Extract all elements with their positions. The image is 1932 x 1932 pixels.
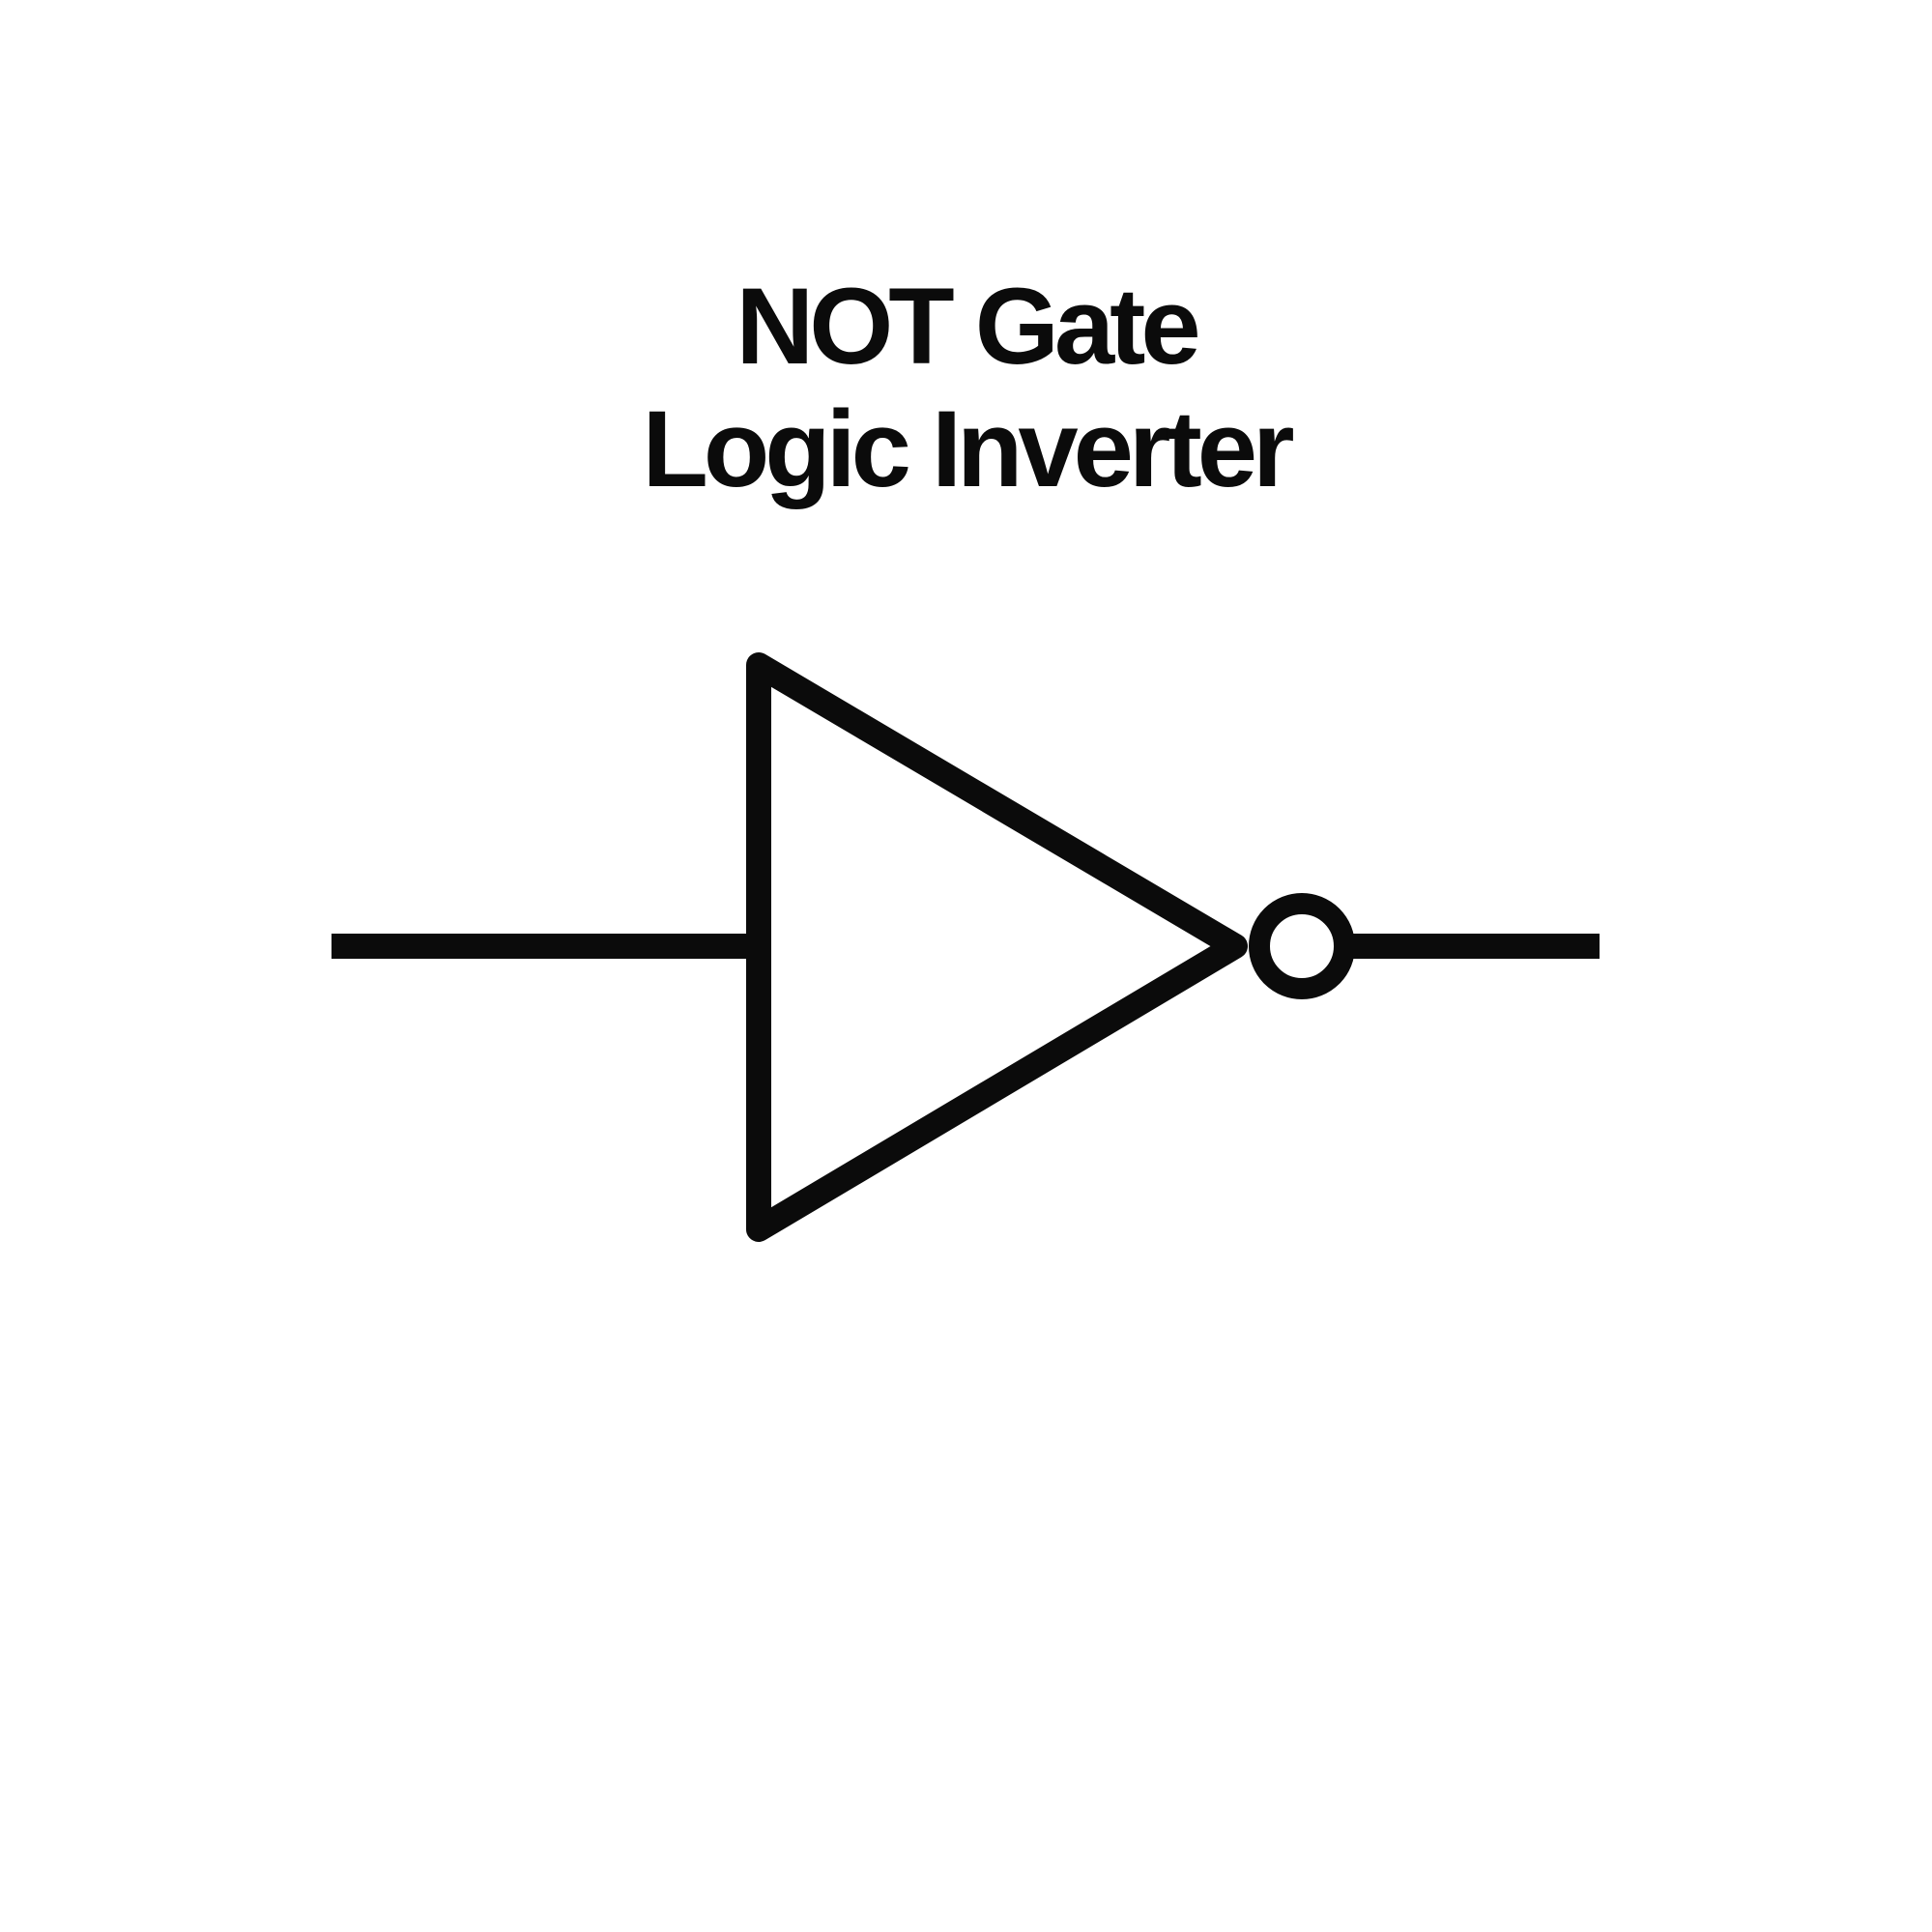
inverter-triangle	[746, 652, 1248, 1242]
title-line-2: Logic Inverter	[642, 389, 1294, 509]
inversion-bubble-icon	[1249, 893, 1355, 999]
title-line-1: NOT Gate	[735, 266, 1200, 387]
diagram-title: NOT Gate Logic Inverter	[0, 265, 1932, 510]
